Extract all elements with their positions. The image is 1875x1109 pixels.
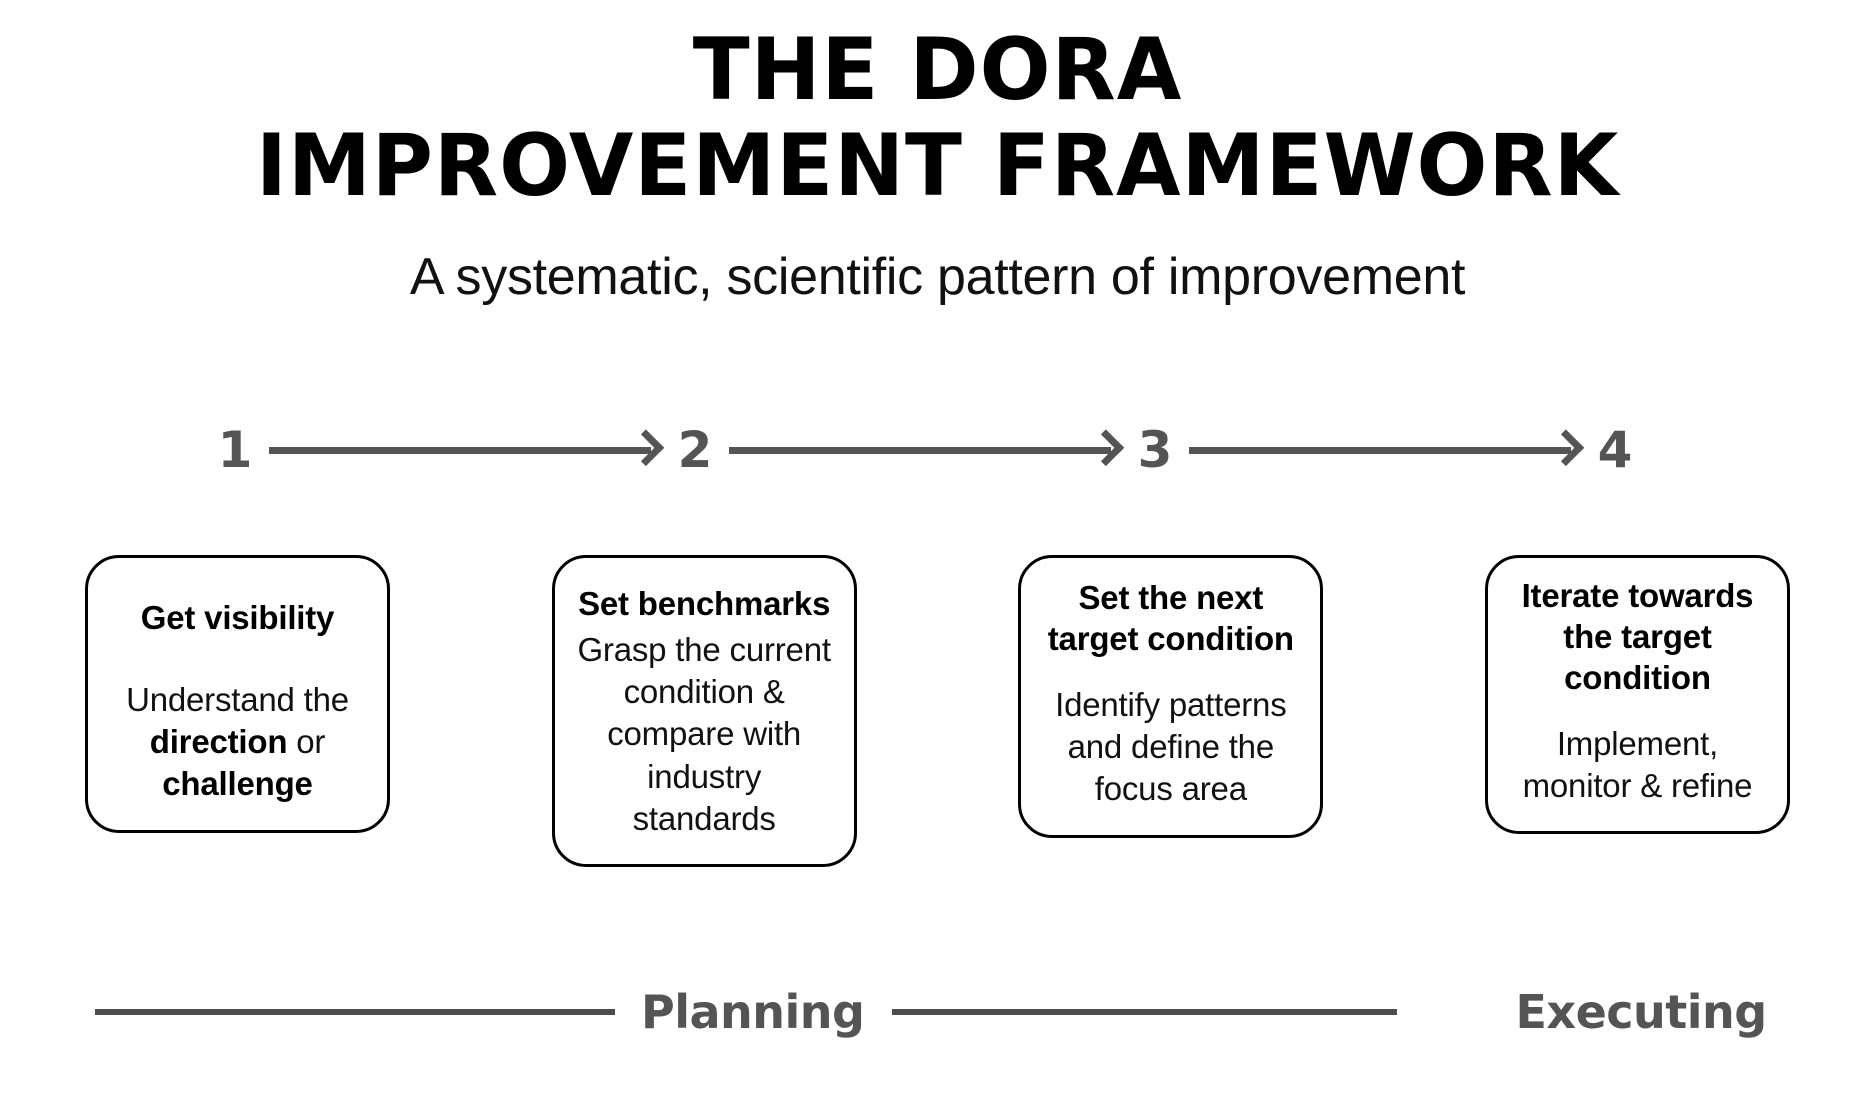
step-card-3-body: Identify patterns and define the focus a…	[1055, 685, 1287, 808]
body-text-bold-challenge: challenge	[162, 765, 313, 803]
body-text-prefix: Understand the	[126, 680, 349, 718]
phase-label-executing: Executing	[1515, 985, 1767, 1039]
step-card-2-title: Set benchmarks	[578, 585, 831, 622]
page-subtitle: A systematic, scientific pattern of impr…	[409, 247, 1466, 306]
arrow-head	[627, 429, 665, 467]
step-number-4: 4	[1597, 421, 1633, 479]
step-card-4: Iterate towards the target condition Imp…	[1484, 555, 1790, 835]
step-card-1-title: Get visibility	[140, 599, 335, 636]
arrow-shaft	[1189, 447, 1571, 454]
phase-divider-line-left	[95, 1009, 615, 1015]
spacer	[1506, 699, 1769, 723]
phase-label-planning: Planning	[641, 985, 865, 1039]
step-card-1: Get visibility Understand the direction …	[85, 555, 390, 833]
spacer	[106, 639, 369, 679]
step-card-2-body: Grasp the current condition & compare wi…	[577, 630, 831, 837]
step-cards-row: Get visibility Understand the direction …	[85, 555, 1790, 868]
page-title: THE DORA IMPROVEMENT FRAMEWORK	[28, 0, 1847, 215]
step-card-3-title: Set the next target condition	[1047, 579, 1294, 657]
step-card-4-body: Implement, monitor & refine	[1522, 724, 1753, 804]
page-title-line-2: IMPROVEMENT FRAMEWORK	[255, 116, 1620, 217]
step-number-2: 2	[677, 421, 713, 479]
step-card-1-body: Understand the direction or challenge	[106, 679, 369, 806]
step-card-2: Set benchmarks Grasp the current conditi…	[551, 555, 857, 868]
arrow-right-icon-1	[269, 429, 665, 467]
arrow-shaft	[269, 447, 651, 454]
body-text-middle: or	[287, 723, 326, 761]
step-card-4-title: Iterate towards the target condition	[1521, 577, 1754, 696]
spacer	[1039, 660, 1302, 684]
arrow-right-icon-2	[729, 429, 1125, 467]
arrow-shaft	[729, 447, 1111, 454]
arrow-head	[1087, 429, 1125, 467]
page-title-line-1: THE DORA	[692, 20, 1183, 120]
step-number-1: 1	[217, 421, 253, 479]
step-number-3: 3	[1137, 421, 1173, 479]
phase-bar: Planning Executing	[95, 985, 1785, 1039]
step-card-3: Set the next target condition Identify p…	[1018, 555, 1324, 838]
phase-divider-line-right	[892, 1009, 1398, 1015]
step-sequence: 1 2 3 4	[215, 420, 1635, 480]
body-text-bold-direction: direction	[149, 723, 288, 761]
arrow-head	[1547, 429, 1585, 467]
page-header: THE DORA IMPROVEMENT FRAMEWORK A systema…	[0, 0, 1875, 306]
arrow-right-icon-3	[1189, 429, 1585, 467]
